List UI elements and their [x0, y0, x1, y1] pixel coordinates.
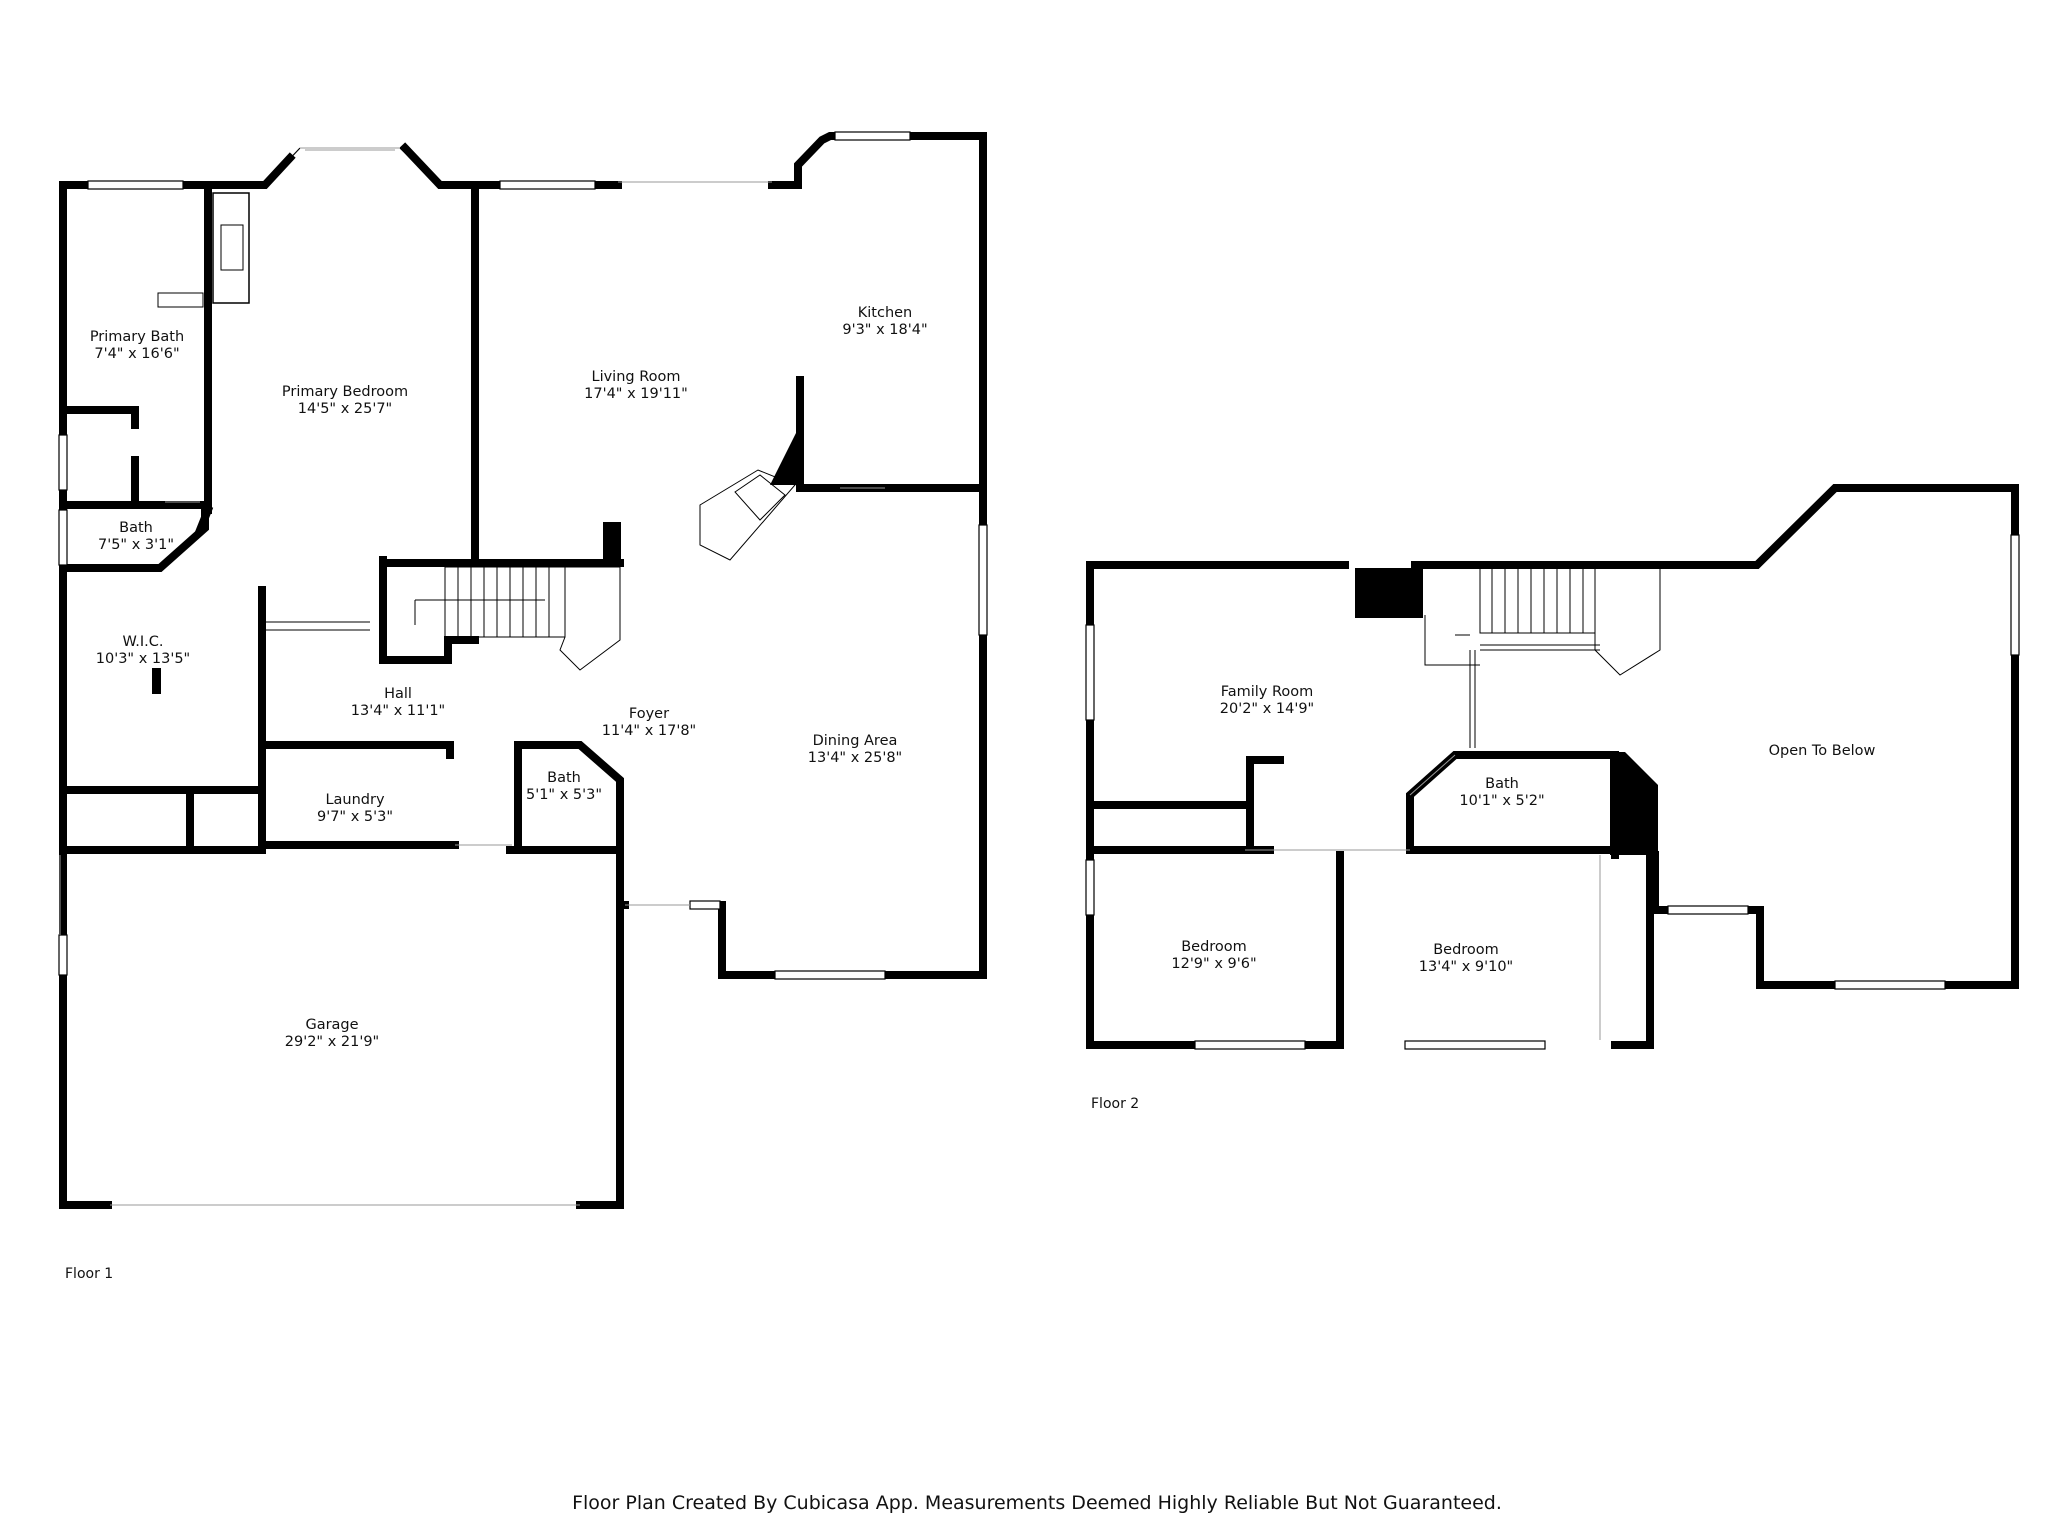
floor-1-openings: [59, 149, 885, 1206]
floor-1-plan: Primary Bath 7'4" x 16'6" Primary Bedroo…: [58, 131, 988, 1282]
wall-stair-box: [379, 636, 479, 664]
room-bedroom-2-dims: 13'4" x 9'10": [1419, 959, 1513, 975]
floor-2-plan: Family Room 20'2" x 14'9" Bath 10'1" x 5…: [1085, 484, 2020, 1112]
bath-counter: [157, 292, 204, 308]
floor-2-chimney: [1355, 568, 1423, 618]
room-primary-bath-dims: 7'4" x 16'6": [94, 346, 179, 362]
fireplace-bedroom: [212, 192, 250, 304]
room-open-to-below-name: Open To Below: [1769, 743, 1876, 759]
room-kitchen-dims: 9'3" x 18'4": [842, 322, 927, 338]
floor-1-label: Floor 1: [65, 1266, 113, 1282]
room-bedroom-1-dims: 12'9" x 9'6": [1171, 956, 1256, 972]
floor-2-windows: [1085, 534, 2020, 1050]
footer-disclaimer: Floor Plan Created By Cubicasa App. Meas…: [572, 1492, 1502, 1514]
wic-post: [152, 668, 161, 694]
room-hall-name: Hall: [384, 686, 412, 702]
floor-1-bay-east: [399, 142, 474, 189]
floor-2-chase: [1610, 752, 1658, 855]
room-bath-3-dims: 10'1" x 5'2": [1459, 793, 1544, 809]
room-laundry-name: Laundry: [325, 792, 385, 808]
room-garage-name: Garage: [305, 1017, 358, 1033]
room-wic-name: W.I.C.: [123, 634, 164, 650]
floor-1-windows: [58, 131, 988, 980]
wall-post: [603, 522, 621, 564]
floor-1-stairs: [414, 566, 621, 671]
room-kitchen-name: Kitchen: [858, 305, 913, 321]
floor-2-bedroom2-east: [1611, 851, 1654, 1049]
room-laundry-dims: 9'7" x 5'3": [317, 809, 393, 825]
floor-1-garage-south-wall: [506, 846, 624, 1209]
bay-window-right: [399, 147, 441, 186]
fireplace-hearth: [699, 469, 796, 561]
room-living-room-dims: 17'4" x 19'11": [584, 386, 688, 402]
room-primary-bath-name: Primary Bath: [90, 329, 184, 345]
room-garage-dims: 29'2" x 21'9": [285, 1034, 379, 1050]
room-family-room-name: Family Room: [1221, 684, 1314, 700]
wall-bath-2: [514, 741, 624, 854]
floor-2-label: Floor 2: [1091, 1096, 1139, 1112]
room-bedroom-1-name: Bedroom: [1181, 939, 1247, 955]
floor-2-stairs: [1424, 567, 1661, 748]
room-dining-area-dims: 13'4" x 25'8": [808, 750, 902, 766]
wall-wic-east: [194, 504, 214, 536]
fireplace-kitchen: [770, 425, 800, 485]
room-bath-2-name: Bath: [547, 770, 581, 786]
room-primary-bedroom-name: Primary Bedroom: [282, 384, 408, 400]
room-foyer-name: Foyer: [629, 706, 669, 722]
room-family-room-dims: 20'2" x 14'9": [1220, 701, 1314, 717]
room-bedroom-2-name: Bedroom: [1433, 942, 1499, 958]
room-bath-2-dims: 5'1" x 5'3": [526, 787, 602, 803]
room-living-room-name: Living Room: [591, 369, 680, 385]
floor-2-outer-north-b: [1411, 484, 2019, 989]
floor-1-kitchen-north: [706, 132, 987, 979]
room-bath-3-name: Bath: [1485, 776, 1519, 792]
wall-bath-small-1: [59, 406, 139, 429]
room-foyer-dims: 11'4" x 17'8": [602, 723, 696, 739]
wall-laundry: [258, 741, 454, 759]
room-bath-1-name: Bath: [119, 520, 153, 536]
fireplace-insert: [220, 224, 244, 271]
room-wic-dims: 10'3" x 13'5": [96, 651, 190, 667]
bay-window-left: [264, 147, 301, 186]
room-dining-area-name: Dining Area: [813, 733, 898, 749]
room-hall-dims: 13'4" x 11'1": [351, 703, 445, 719]
fireplace-hearth-inner: [734, 474, 786, 521]
room-bath-1-dims: 7'5" x 3'1": [98, 537, 174, 553]
room-primary-bedroom-dims: 14'5" x 25'7": [298, 401, 392, 417]
